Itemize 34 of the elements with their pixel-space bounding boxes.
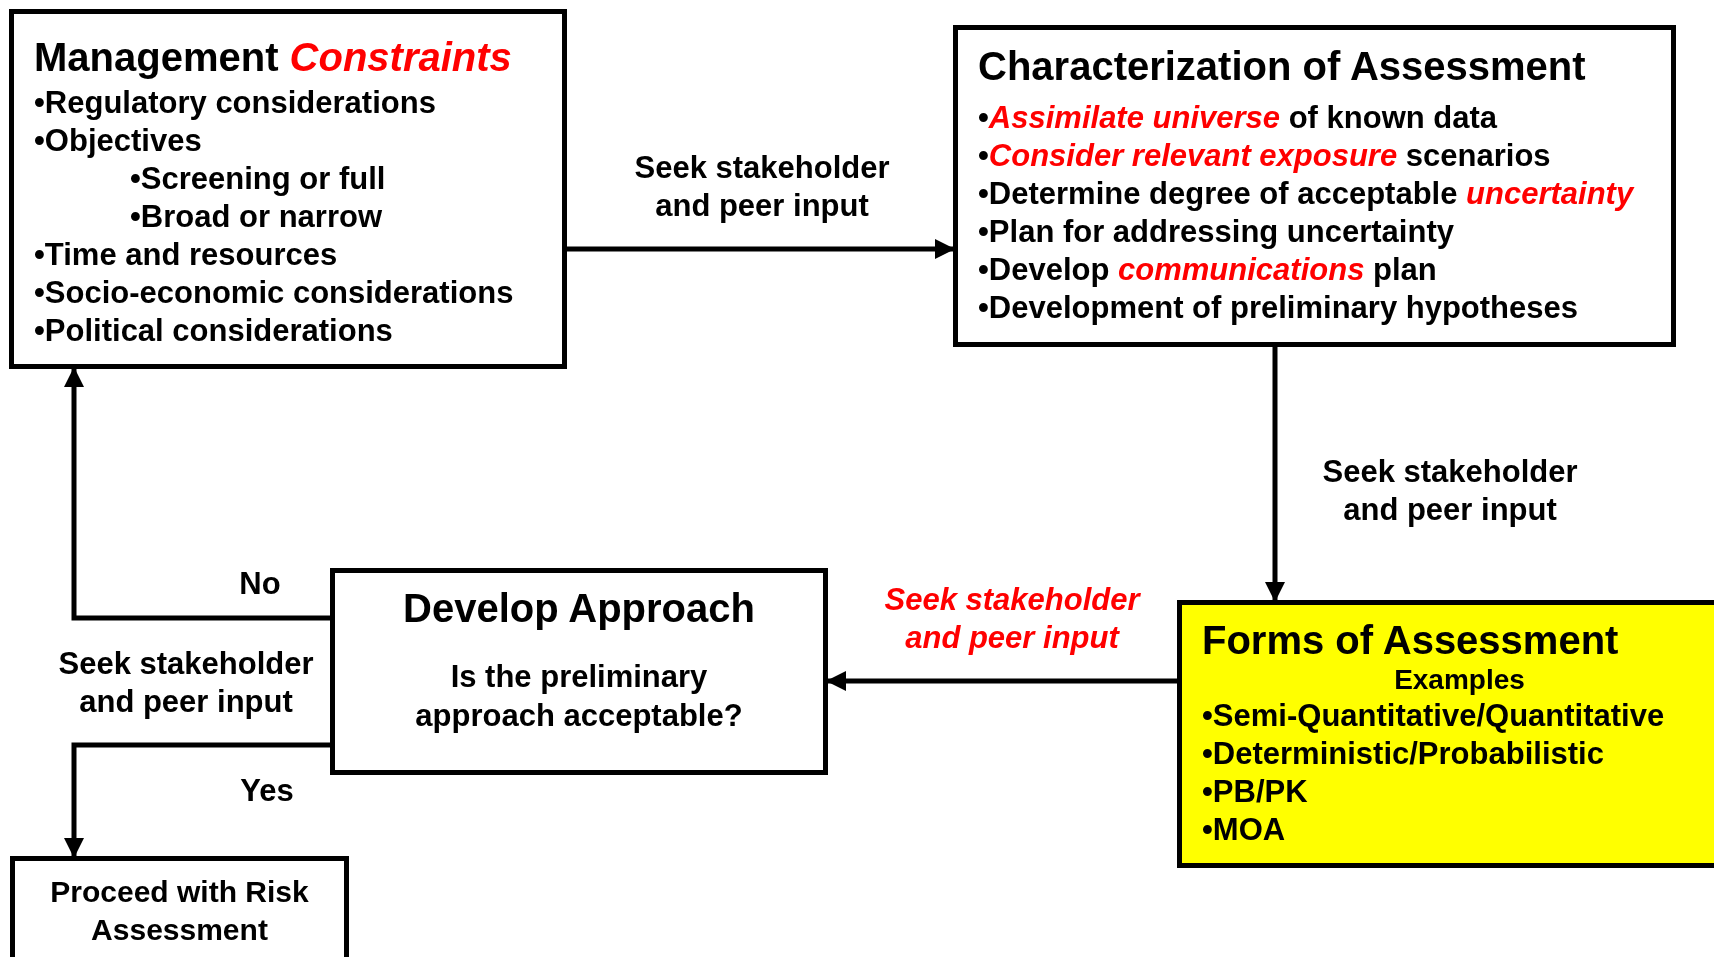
box-heading: Develop Approach xyxy=(402,585,756,631)
connector-arrow xyxy=(567,239,955,259)
bullet-item: •Plan for addressing uncertainty xyxy=(978,213,1454,251)
bullet-item: •Development of preliminary hypotheses xyxy=(978,289,1578,327)
bullet-item: •Assimilate universe of known data xyxy=(978,99,1498,137)
bullet-item: •Regulatory considerations xyxy=(34,84,436,122)
box-heading: Management Constraints xyxy=(34,34,512,80)
bullet-item: •Develop communications plan xyxy=(978,251,1437,289)
bullet-item: •Consider relevant exposure scenarios xyxy=(978,137,1551,175)
box-heading: Proceed with Risk Assessment xyxy=(49,874,310,948)
bullet-item: •PB/PK xyxy=(1202,773,1308,811)
process-box xyxy=(953,25,1676,347)
bullet-item: •Political considerations xyxy=(34,312,393,350)
connector-arrow xyxy=(64,367,330,621)
question-text: Is the preliminary approach acceptable? xyxy=(414,658,744,735)
connector-arrow xyxy=(64,742,330,858)
connector-arrow xyxy=(1265,347,1285,602)
process-box xyxy=(1177,600,1714,868)
process-box xyxy=(330,568,828,775)
bullet-item: •Socio-economic considerations xyxy=(34,274,514,312)
bullet-item: •Semi-Quantitative/Quantitative xyxy=(1202,697,1665,735)
bullet-item: •Broad or narrow xyxy=(130,198,382,236)
process-box xyxy=(9,9,567,369)
bullet-item: •Deterministic/Probabilistic xyxy=(1202,735,1604,773)
bullet-item: •Determine degree of acceptable uncertainty xyxy=(978,175,1634,213)
box-heading: Characterization of Assessment xyxy=(978,43,1586,89)
bullet-item: •Objectives xyxy=(34,122,202,160)
bullet-item: •MOA xyxy=(1202,811,1286,849)
connector-arrow xyxy=(826,671,1177,691)
box-heading: Forms of Assessment xyxy=(1202,617,1619,663)
bullet-item: •Time and resources xyxy=(34,236,338,274)
bullet-item: •Screening or full xyxy=(130,160,386,198)
box-subheading: Examples xyxy=(1393,663,1526,697)
process-box xyxy=(10,856,349,957)
